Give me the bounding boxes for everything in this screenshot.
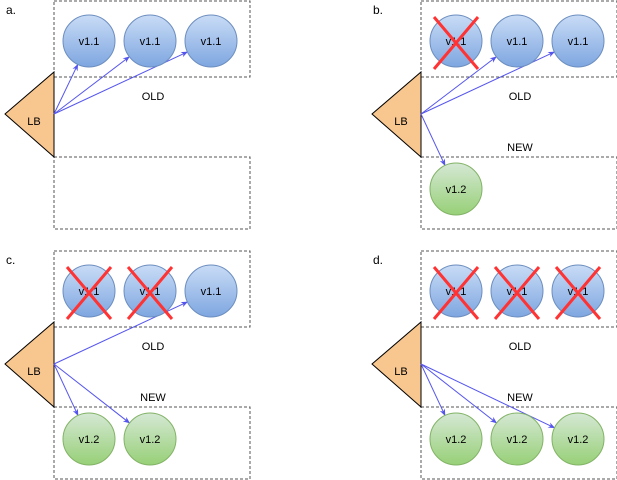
new-group-box: [53, 406, 251, 480]
new-label: NEW: [507, 142, 533, 154]
route-arrow: [420, 56, 497, 115]
new-group-box: [420, 406, 617, 480]
new-instance-label: v1.2: [507, 434, 528, 446]
new-instance-label: v1.2: [446, 184, 467, 196]
old-label: OLD: [142, 91, 165, 103]
load-balancer-label: LB: [394, 366, 407, 378]
route-arrow: [53, 56, 130, 115]
old-instance: [184, 264, 238, 318]
cross-mark: [432, 16, 480, 70]
new-group-box: [420, 156, 617, 230]
panel-a: a. OLD LB v1.1 v1.1 v1.1: [4, 0, 251, 230]
route-arrow: [420, 113, 446, 167]
cross-mark: [126, 266, 174, 320]
panel-label: a.: [6, 3, 16, 17]
old-label: OLD: [509, 341, 532, 353]
old-label: OLD: [142, 341, 165, 353]
old-instance-label: v1.1: [79, 36, 100, 48]
route-arrow: [420, 363, 446, 417]
load-balancer: [371, 320, 422, 409]
old-group-box: [53, 250, 251, 328]
old-instance-label: v1.1: [568, 36, 589, 48]
load-balancer: [4, 70, 55, 159]
cross-mark: [493, 266, 541, 320]
route-arrow: [420, 363, 556, 429]
new-instance-label: v1.2: [140, 434, 161, 446]
new-instance: [123, 412, 177, 466]
route-arrow: [53, 363, 131, 424]
cross-mark: [554, 266, 602, 320]
old-instance-label: v1.1: [201, 36, 222, 48]
new-group-box: [53, 156, 251, 230]
old-group-box: [420, 250, 617, 328]
old-instance: [62, 14, 116, 68]
old-instance: [123, 14, 177, 68]
load-balancer-label: LB: [394, 116, 407, 128]
new-label: NEW: [507, 392, 533, 404]
cross-mark: [432, 266, 480, 320]
load-balancer-label: LB: [27, 366, 40, 378]
new-instance-label: v1.2: [79, 434, 100, 446]
old-instance: [184, 14, 238, 68]
route-arrow: [53, 363, 79, 417]
new-instance: [62, 412, 116, 466]
panel-label: b.: [373, 3, 383, 17]
load-balancer: [371, 70, 422, 159]
new-instance: [551, 412, 605, 466]
old-instance-label: v1.1: [507, 36, 528, 48]
route-arrow: [420, 363, 498, 424]
panel-label: d.: [373, 253, 383, 267]
old-group-box: [53, 0, 251, 78]
old-instance-label: v1.1: [201, 286, 222, 298]
new-instance: [429, 412, 483, 466]
route-arrow: [53, 63, 79, 115]
new-instance-label: v1.2: [568, 434, 589, 446]
new-instance: [429, 162, 483, 216]
new-instance: [490, 412, 544, 466]
old-instance: [490, 14, 544, 68]
old-group-box: [420, 0, 617, 78]
panel-label: c.: [6, 253, 15, 267]
load-balancer-label: LB: [27, 116, 40, 128]
new-label: NEW: [140, 392, 166, 404]
old-label: OLD: [509, 91, 532, 103]
old-instance: [551, 14, 605, 68]
old-instance-label: v1.1: [140, 36, 161, 48]
new-instance-label: v1.2: [446, 434, 467, 446]
load-balancer: [4, 320, 55, 409]
cross-mark: [65, 266, 113, 320]
